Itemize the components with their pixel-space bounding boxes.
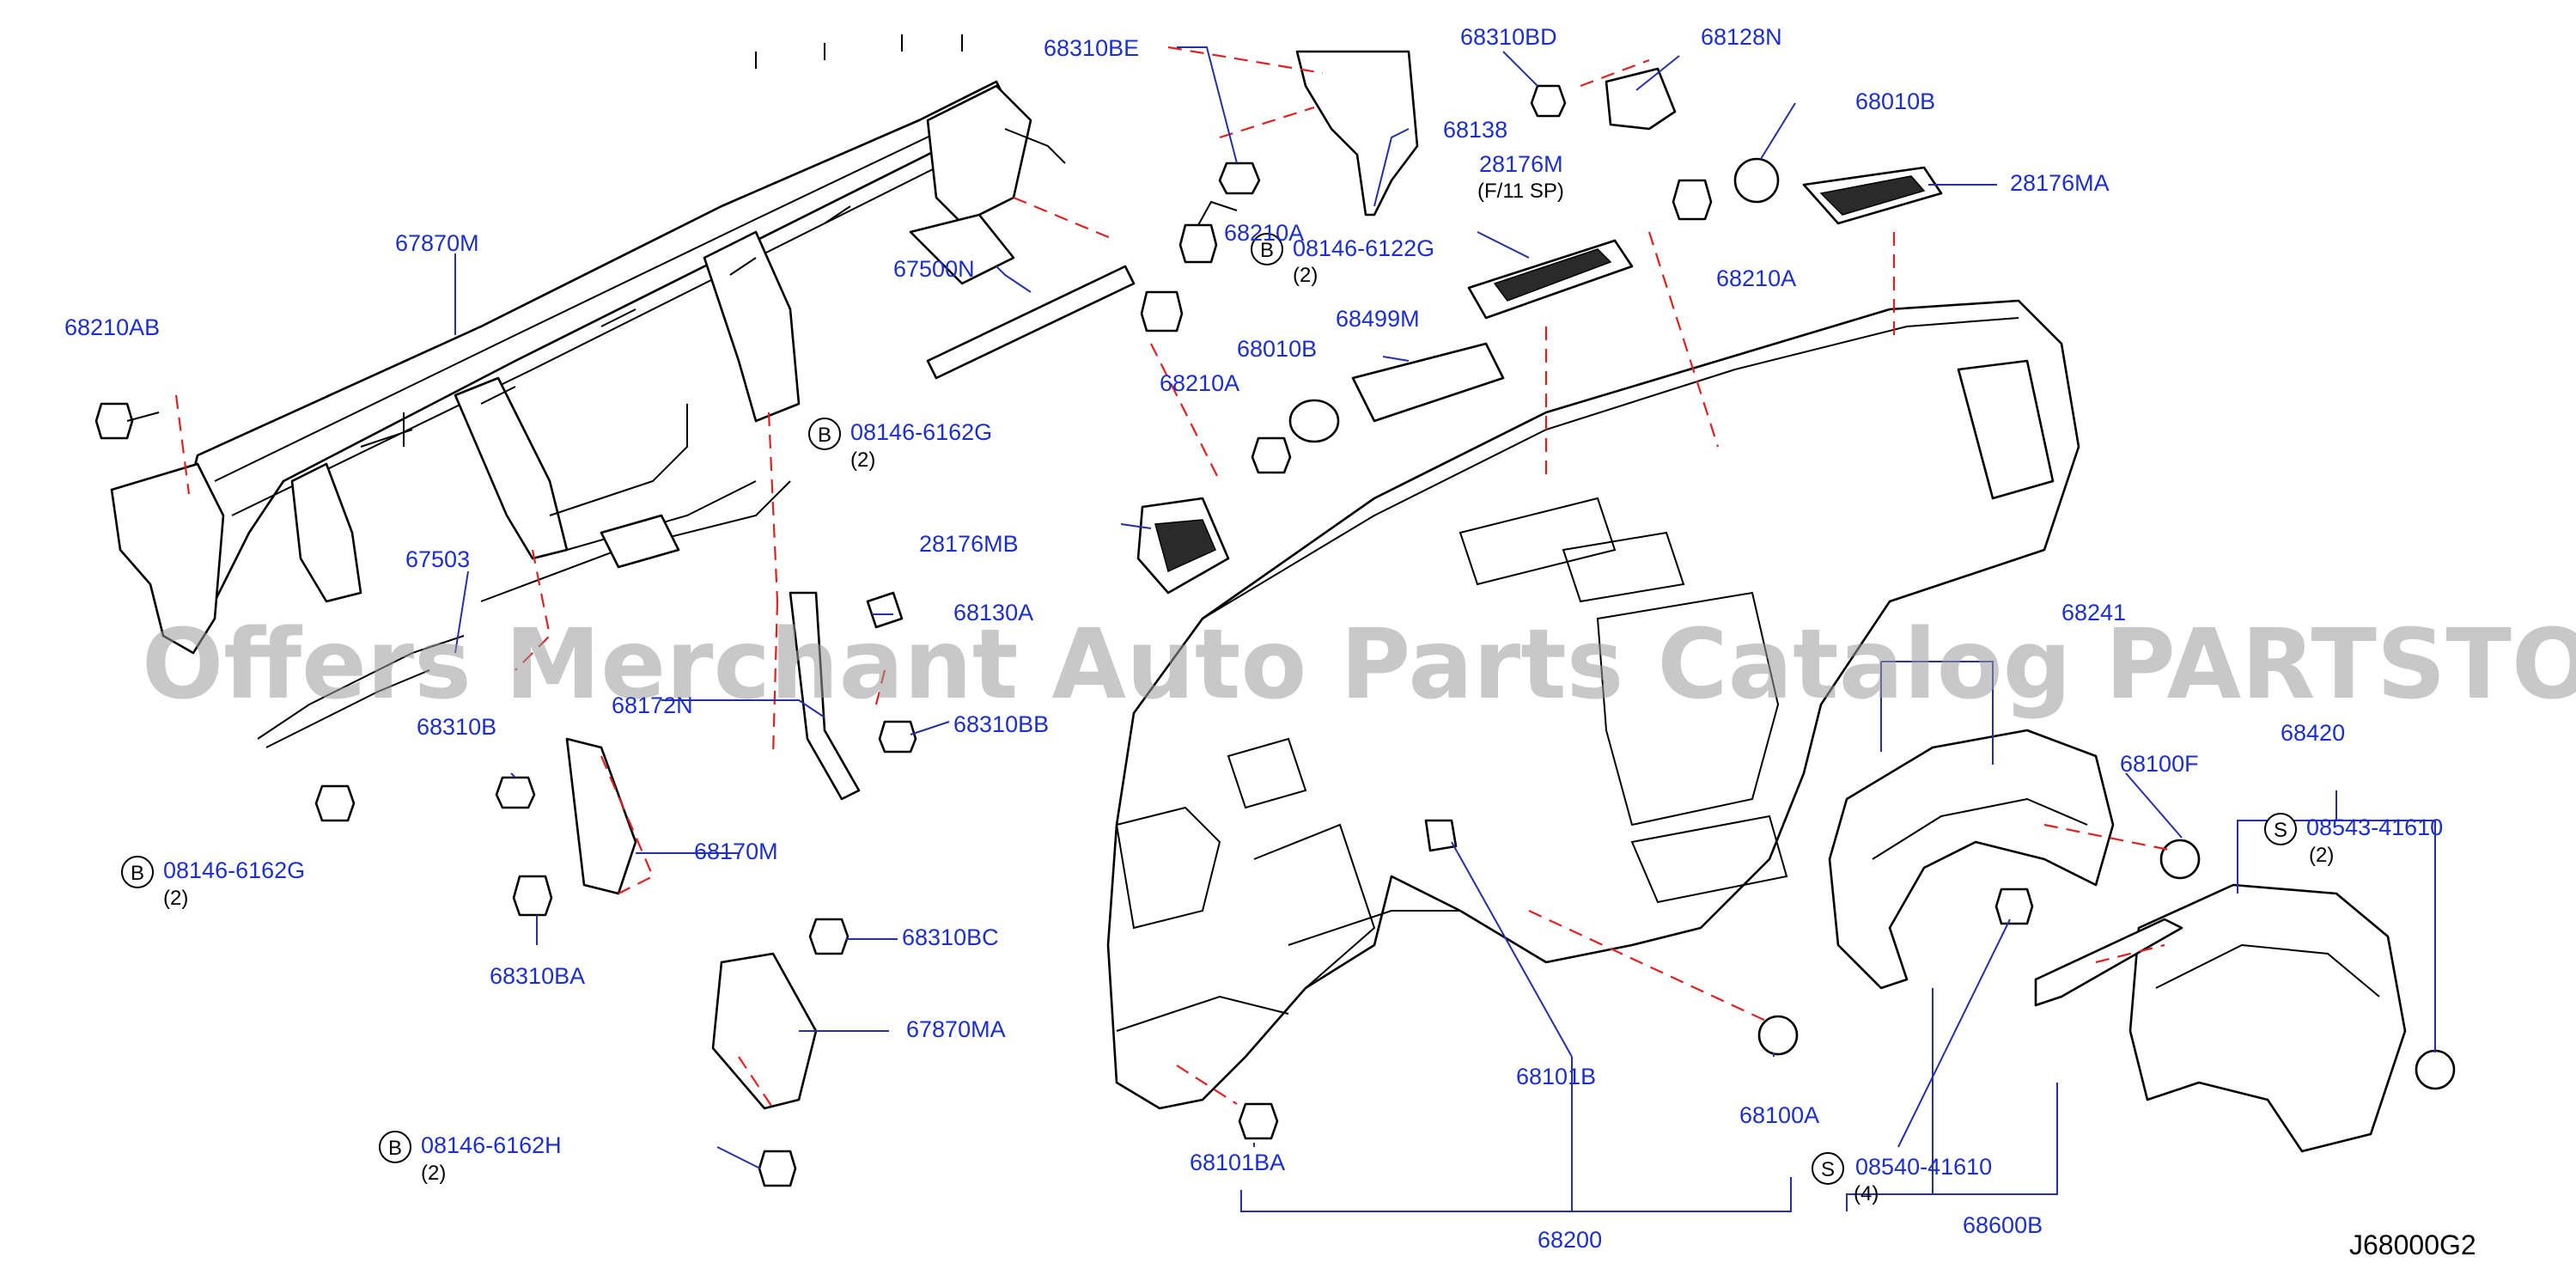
- label-28176MA[interactable]: 28176MA: [2010, 170, 2110, 196]
- label-68100A[interactable]: 68100A: [1739, 1102, 1819, 1128]
- label-68010B-top[interactable]: 68010B: [1855, 88, 1935, 114]
- leader-lines: [454, 46, 2436, 1212]
- label-68241[interactable]: 68241: [2061, 600, 2126, 625]
- qty-08146-6162G-b: (2): [163, 887, 188, 910]
- label-67870M[interactable]: 67870M: [395, 230, 479, 256]
- prefix-b: B: [131, 862, 144, 885]
- qty-08540-41610: (4): [1854, 1182, 1879, 1205]
- label-28176M[interactable]: 28176M: [1479, 151, 1563, 177]
- part-labels: 68310BE 68310BD 68128N 68138 68010B 2817…: [64, 24, 2476, 1260]
- label-68310BB[interactable]: 68310BB: [953, 711, 1049, 737]
- label-08146-6122G[interactable]: 08146-6122G: [1293, 235, 1434, 261]
- label-68200[interactable]: 68200: [1538, 1227, 1602, 1253]
- label-68600B[interactable]: 68600B: [1963, 1212, 2043, 1238]
- label-68172N[interactable]: 68172N: [612, 692, 693, 718]
- label-68310BC[interactable]: 68310BC: [902, 924, 999, 950]
- label-68210A-top[interactable]: 68210A: [1224, 220, 1304, 246]
- dashed-guides: [174, 46, 2174, 1109]
- label-67870MA[interactable]: 67870MA: [906, 1016, 1006, 1042]
- bolt-b-marker: [379, 1131, 411, 1163]
- label-68170M[interactable]: 68170M: [694, 839, 778, 864]
- label-08540-41610[interactable]: 08540-41610: [1855, 1154, 1992, 1180]
- label-68210A-mid[interactable]: 68210A: [1160, 370, 1239, 396]
- side-covers-illustration: [1238, 729, 2456, 1153]
- label-28176MB[interactable]: 28176MB: [919, 531, 1019, 557]
- label-68210AB[interactable]: 68210AB: [64, 314, 160, 340]
- screw-s-marker: [1812, 1152, 1844, 1185]
- label-68010B-mid[interactable]: 68010B: [1237, 336, 1317, 362]
- diagram-code: J68000G2: [2349, 1229, 2476, 1260]
- bolt-b-marker: [121, 856, 154, 888]
- prefix-s: S: [1821, 1158, 1835, 1181]
- label-08146-6162H[interactable]: 08146-6162H: [421, 1132, 562, 1158]
- label-08146-6162G-a[interactable]: 08146-6162G: [850, 419, 992, 445]
- bolt-b-marker: [1251, 233, 1283, 265]
- label-68128N[interactable]: 68128N: [1701, 24, 1782, 50]
- label-68420[interactable]: 68420: [2281, 720, 2345, 746]
- instrument-panel-illustration: [1106, 299, 2080, 1110]
- label-67503[interactable]: 67503: [405, 546, 470, 572]
- qty-08146-6122G: (2): [1293, 264, 1318, 287]
- label-08146-6162G-b[interactable]: 08146-6162G: [163, 857, 305, 883]
- watermark-text: Offers Merchant Auto Parts Catalog PARTS…: [142, 609, 2576, 721]
- label-68310BE[interactable]: 68310BE: [1044, 35, 1139, 61]
- steering-member-illustration: [110, 34, 1066, 655]
- label-68101BA[interactable]: 68101BA: [1190, 1150, 1285, 1175]
- label-68310BA[interactable]: 68310BA: [490, 963, 585, 989]
- label-67500N[interactable]: 67500N: [893, 256, 975, 282]
- label-68310BD[interactable]: 68310BD: [1460, 24, 1557, 50]
- fasteners-illustration: [94, 50, 1943, 1187]
- label-68138[interactable]: 68138: [1443, 117, 1507, 143]
- label-68130A[interactable]: 68130A: [953, 600, 1033, 625]
- bolt-b-marker: [808, 418, 841, 450]
- qty-08146-6162G-a: (2): [850, 448, 875, 472]
- prefix-b: B: [818, 424, 831, 447]
- note-28176M: (F/11 SP): [1477, 180, 1564, 203]
- label-68100F[interactable]: 68100F: [2120, 751, 2199, 777]
- label-68499M[interactable]: 68499M: [1336, 306, 1420, 332]
- prefix-b: B: [1260, 239, 1274, 262]
- label-68310B[interactable]: 68310B: [417, 714, 496, 740]
- qty-08543-41610: (2): [2309, 844, 2334, 867]
- qty-08146-6162H: (2): [421, 1162, 446, 1185]
- screw-s-marker: [2264, 813, 2297, 845]
- prefix-s: S: [2274, 819, 2287, 842]
- prefix-b: B: [388, 1137, 402, 1160]
- label-68101B[interactable]: 68101B: [1516, 1064, 1596, 1089]
- label-68210A-right[interactable]: 68210A: [1716, 265, 1796, 291]
- label-08543-41610[interactable]: 08543-41610: [2306, 814, 2443, 840]
